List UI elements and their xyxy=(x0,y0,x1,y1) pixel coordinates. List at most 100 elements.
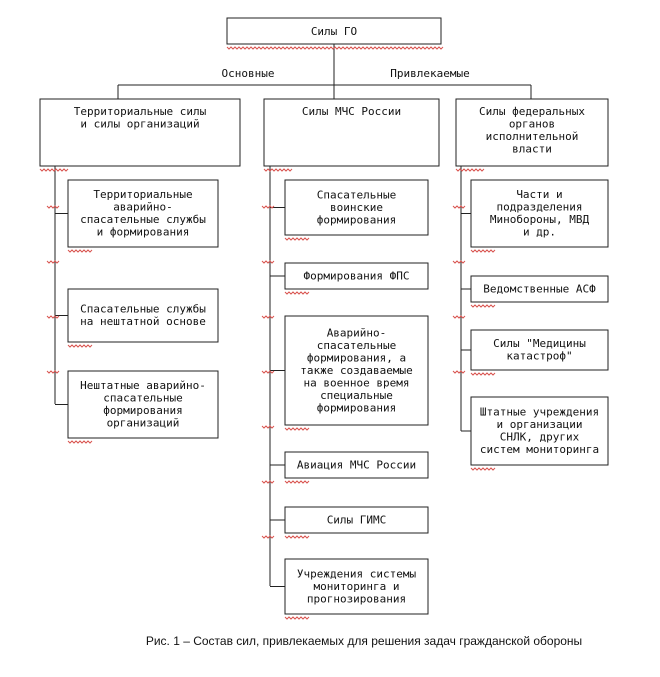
child-box xyxy=(284,558,429,615)
child-box xyxy=(67,179,219,248)
spine-mark xyxy=(261,315,275,319)
column-header-box xyxy=(263,98,440,167)
child-node-line: формирования xyxy=(103,404,182,417)
child-box xyxy=(284,179,429,236)
child-mark xyxy=(67,344,93,348)
child-node-line: аварийно- xyxy=(113,201,173,214)
child-node-line: Формирования ФПС xyxy=(304,269,410,282)
child-node-line: формирования, а xyxy=(307,351,406,364)
child-box xyxy=(67,288,219,343)
spine-mark xyxy=(452,370,466,374)
spine-mark xyxy=(46,370,60,374)
spine-mark xyxy=(452,315,466,319)
child-node-line: Части и xyxy=(516,188,562,201)
spine-mark xyxy=(261,425,275,429)
child-mark xyxy=(470,304,496,308)
child-node-line: на нештатной основе xyxy=(80,315,206,328)
child-node-line: Минобороны, МВД xyxy=(490,213,590,226)
column-header-line: Силы МЧС России xyxy=(302,105,401,118)
column-header-line: Силы федеральных xyxy=(479,105,585,118)
child-mark xyxy=(67,440,93,444)
spine-mark xyxy=(261,480,275,484)
child-node-emercom: Авиация МЧС России xyxy=(284,451,429,479)
spine-mark xyxy=(261,370,275,374)
spellcheck-marks xyxy=(39,46,496,620)
child-box xyxy=(470,275,609,303)
child-mark xyxy=(470,372,496,376)
child-mark xyxy=(284,291,310,295)
spine-mark xyxy=(261,260,275,264)
child-node-line: и формирования xyxy=(97,226,190,239)
child-node-line: Спасательные службы xyxy=(80,303,206,316)
child-node-line: Ведомственные АСФ xyxy=(483,282,596,295)
child-box xyxy=(470,396,609,466)
column-header-line: власти xyxy=(512,143,552,156)
child-node-line: прогнозирования xyxy=(307,592,406,605)
branch-label-attracted: Привлекаемые xyxy=(390,67,469,80)
child-node-line: Силы "Медицины xyxy=(493,337,586,350)
child-node-line: спасательные xyxy=(317,339,396,352)
child-node-line: Штатные учреждения xyxy=(480,406,599,419)
column-header-box xyxy=(455,98,609,167)
child-node-line: подразделения xyxy=(496,201,582,214)
column-header-emercom: Силы МЧС России xyxy=(263,98,440,167)
child-node-territorial: Нештатные аварийно-спасательныеформирова… xyxy=(67,370,219,439)
root-box xyxy=(226,17,442,45)
spine-mark xyxy=(261,205,275,209)
child-mark xyxy=(67,249,93,253)
child-node-line: Нештатные аварийно- xyxy=(80,379,206,392)
child-node-line: формирования xyxy=(317,401,396,414)
spine-mark xyxy=(46,315,60,319)
child-box xyxy=(284,451,429,479)
child-mark xyxy=(284,616,310,620)
child-box xyxy=(470,329,609,371)
header-mark xyxy=(263,168,293,172)
column-header-line: Территориальные силы xyxy=(74,105,207,118)
child-node-line: спасательные службы xyxy=(80,213,206,226)
child-box xyxy=(284,506,429,534)
column-header-line: органов xyxy=(509,118,555,131)
column-header-line: исполнительной xyxy=(486,130,579,143)
header-mark xyxy=(39,168,69,172)
child-node-line: спасательные xyxy=(103,392,182,405)
child-node-line: формирования xyxy=(317,213,396,226)
child-mark xyxy=(284,237,310,241)
child-node-line: и др. xyxy=(523,226,556,239)
child-mark xyxy=(284,480,310,484)
child-node-line: и организации xyxy=(496,418,582,431)
child-node-line: СНЛК, других xyxy=(500,431,580,444)
child-box xyxy=(67,370,219,439)
spine-mark xyxy=(261,535,275,539)
column-header-line: и силы организаций xyxy=(80,118,199,131)
root-node: Силы ГО xyxy=(226,17,442,45)
child-node-line: Силы ГИМС xyxy=(327,513,387,526)
child-mark xyxy=(284,427,310,431)
child-box xyxy=(470,179,609,248)
child-node-emercom: Силы ГИМС xyxy=(284,506,429,534)
child-node-line: также создаваемые xyxy=(300,364,413,377)
child-mark xyxy=(284,535,310,539)
child-box xyxy=(284,315,429,426)
child-node-line: Спасательные xyxy=(317,188,396,201)
child-node-line: организаций xyxy=(107,417,180,430)
child-node-line: воинские xyxy=(330,201,383,214)
child-node-line: Авиация МЧС России xyxy=(297,458,416,471)
spine-mark xyxy=(452,260,466,264)
header-mark xyxy=(455,168,485,172)
spine-mark xyxy=(452,205,466,209)
root-mark xyxy=(226,46,444,50)
child-node-line: катастроф" xyxy=(506,350,572,363)
child-node-line: Территориальные xyxy=(93,188,192,201)
child-node-emercom: Формирования ФПС xyxy=(284,262,429,290)
figure-caption: Рис. 1 – Состав сил, привлекаемых для ре… xyxy=(146,634,582,648)
spine-mark xyxy=(46,205,60,209)
